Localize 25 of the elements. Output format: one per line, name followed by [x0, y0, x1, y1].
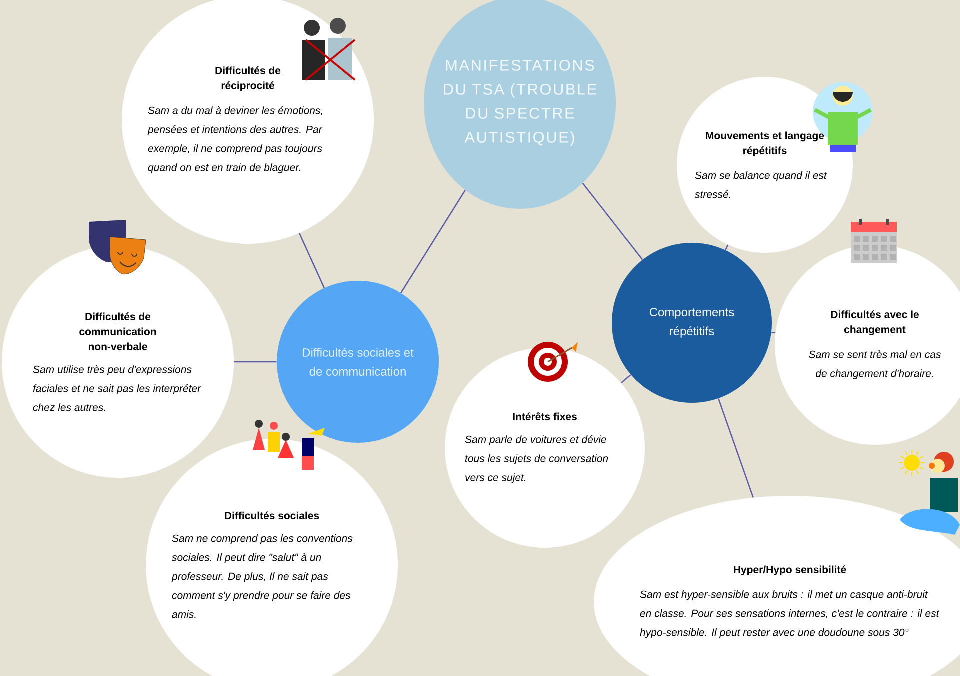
- category-label: Difficultés sociales et de communication: [303, 348, 414, 376]
- connector-line: [582, 182, 644, 260]
- topic-description: Sam ne comprend pas les conventions sociales. Il peut dire "salut" à un professeur. De plus, Il ne sait pas comment s'y prendre pour se faire des amis.: [172, 534, 353, 618]
- topic-description: Sam a du mal à deviner les émotions, pensées et intentions des autres. Par exemple, il ne comprend pas toujours quand on est en train de blaguer.: [148, 106, 323, 174]
- title-text: MANIFESTATIONS DU TSA (TROUBLE DU SPECTRE AUTISTIQUE): [444, 60, 597, 146]
- connector-line: [620, 374, 632, 384]
- connector-line: [718, 398, 754, 498]
- connector-line: [725, 244, 729, 250]
- topic-description: Sam utilise très peu d'expressions faciales et ne sait pas les interpréter chez les autres.: [33, 365, 202, 412]
- topic-heading: Intérêts fixes: [513, 412, 577, 421]
- topic-heading: Difficultés de réciprocité: [216, 66, 281, 92]
- topic-heading: Difficultés sociales: [225, 512, 320, 520]
- topic-description: Sam se balance quand il est stressé.: [695, 172, 828, 198]
- connector-line: [772, 332, 776, 334]
- topic-heading: Mouvements et langage répétitifs: [706, 132, 824, 157]
- topic-heading: Difficultés avec le changement: [831, 310, 919, 336]
- topic-description: Sam se sent très mal en cas de changement d'horaire.: [809, 350, 941, 380]
- connector-line: [298, 233, 325, 288]
- category-label: Comportements répétitifs: [650, 308, 734, 338]
- connector-line: [400, 190, 466, 294]
- connector-line: [234, 361, 277, 363]
- topic-heading: Difficultés de communication non-verbale: [80, 312, 156, 350]
- topic-description: Sam est hyper-sensible aux bruits : il met un casque anti-bruit en classe. Pour ses sensations internes, c'est le contraire : il est hypo-sensible. Il peut rester avec une doudoune sous 30°: [640, 590, 940, 638]
- topic-description: Sam parle de voitures et dévie tous les sujets de conversation vers ce sujet.: [465, 436, 608, 484]
- topic-heading: Hyper/Hypo sensibilité: [734, 566, 846, 576]
